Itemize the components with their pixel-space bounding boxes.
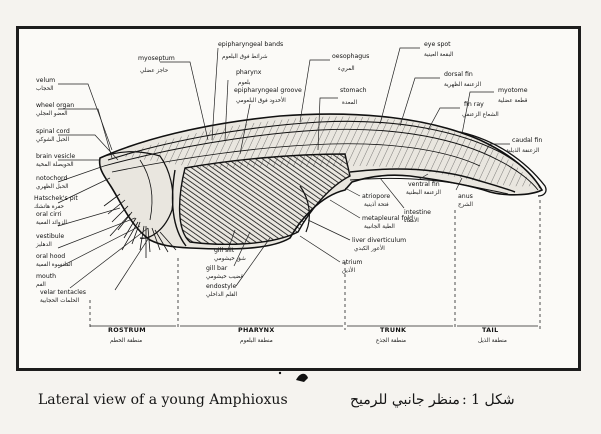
label-stomach-ar: المعدة	[342, 100, 358, 106]
label-mouth: mouth	[36, 273, 56, 280]
label-dorsal-fin-ar: الزعنفة الظهرية	[444, 82, 481, 88]
label-gill-bar: gill bar	[206, 265, 228, 272]
label-brain-vesicle-ar: الحويصلة المخية	[36, 162, 74, 168]
label-myotome-ar: قطعة عضلية	[498, 98, 528, 104]
label-liver-diverticulum: liver diverticulum	[352, 237, 406, 244]
label-endostyle-ar: القلم الداخلي	[206, 292, 238, 298]
label-vestibule-ar: الدهليز	[35, 242, 52, 248]
label-brain-vesicle: brain vesicle	[36, 153, 75, 160]
label-epipharyngeal-groove: epipharyngeal groove	[234, 87, 302, 94]
label-epipharyngeal-bands: epipharyngeal bands	[218, 41, 283, 48]
label-metapleural-fold: metapleural fold	[362, 215, 413, 222]
label-ventral-fin: ventral fin	[408, 181, 440, 188]
label-oral-hood: oral hood	[36, 253, 65, 260]
region-tail-ar: منطقة الذيل	[478, 338, 507, 344]
label-atrium-ar: الأذين	[342, 266, 355, 274]
region-pharynx: PHARYNX	[238, 326, 275, 334]
label-spinal-cord-ar: الحبل الشوكي	[36, 136, 69, 143]
top-labels: myoseptum حاجز عضلي epipharyngeal bands …	[138, 41, 369, 106]
label-oral-cirri: oral cirri	[36, 211, 62, 218]
label-hatscheks-pit-ar: حفرة هاتشك	[34, 204, 65, 210]
label-caudal-fin: caudal fin	[512, 137, 542, 144]
label-oral-hood-ar: القلنسوة الفمية	[36, 262, 73, 268]
label-oesophagus: oesophagus	[332, 53, 369, 60]
label-gill-slit: gill slit	[214, 247, 235, 254]
label-fin-ray-ar: الشعاع الزعنفي	[462, 112, 499, 118]
label-caudal-fin-ar: الزعنفة الذيلية	[506, 148, 540, 154]
label-metapleural-fold-ar: الطية الجانبية	[364, 224, 395, 230]
label-notochord: notochord	[36, 175, 67, 182]
label-epipharyngeal-groove-ar: الأخدود فوق البلعومي	[236, 96, 286, 104]
label-myotome: myotome	[498, 87, 528, 94]
bottom-labels: gill slit شق خيشومي gill bar قضيب خيشومي…	[206, 247, 246, 298]
caption-english: Lateral view of a young Amphioxus	[38, 392, 288, 408]
label-spinal-cord: spinal cord	[36, 128, 70, 135]
caption-figure-number: شكل 1 :	[462, 392, 515, 408]
label-ventral-fin-ar: الزعنفة البطنية	[406, 190, 441, 196]
region-labels: ROSTRUM منطقة الخطم PHARYNX منطقة البلعو…	[108, 326, 507, 344]
label-atriopore-ar: فتحة أذينية	[364, 200, 389, 208]
region-tail: TAIL	[482, 326, 498, 334]
label-fin-ray: fin ray	[464, 101, 484, 108]
label-eye-spot-ar: البقعة العينية	[424, 52, 454, 58]
label-atriopore: atriopore	[362, 193, 390, 200]
region-trunk-ar: منطقة الجذع	[376, 338, 406, 344]
label-pharynx-ar: بلعوم	[238, 80, 251, 86]
label-vestibule: vestibule	[36, 233, 64, 240]
label-dorsal-fin: dorsal fin	[444, 71, 473, 78]
label-hatscheks-pit: Hatschek's pit	[34, 195, 78, 202]
label-oesophagus-ar: المريء	[338, 66, 355, 72]
label-anus-ar: الشرج	[458, 202, 473, 208]
label-liver-diverticulum-ar: الأعور الكبدي	[354, 244, 385, 252]
region-trunk: TRUNK	[380, 326, 407, 334]
label-mouth-ar: الفم	[36, 282, 46, 288]
label-pharynx: pharynx	[236, 69, 262, 76]
caption-arabic: منظر جانبي للرميح	[350, 392, 460, 408]
label-myoseptum: myoseptum	[138, 55, 175, 62]
label-velar-tentacles-ar: الحلمات الحجابية	[40, 298, 80, 304]
label-endostyle: endostyle	[206, 283, 236, 290]
label-velum: velum	[36, 77, 55, 84]
label-notochord-ar: الحبل الظهري	[36, 184, 69, 190]
region-rostrum: ROSTRUM	[108, 326, 146, 334]
label-gill-bar-ar: قضيب خيشومي	[206, 274, 243, 280]
label-wheel-organ: wheel organ	[36, 102, 74, 109]
label-eye-spot: eye spot	[424, 41, 451, 48]
label-atrium: atrium	[342, 259, 362, 266]
label-velar-tentacles: velar tentacles	[40, 289, 86, 296]
label-epipharyngeal-bands-ar: شرائط فوق البلعوم	[222, 54, 268, 60]
left-labels: velum الحجاب wheel organ العضو العجلي sp…	[34, 77, 86, 304]
label-velum-ar: الحجاب	[36, 86, 54, 92]
label-anus: anus	[458, 193, 473, 200]
label-wheel-organ-ar: العضو العجلي	[36, 111, 68, 117]
region-rostrum-ar: منطقة الخطم	[110, 338, 142, 344]
stray-mark	[279, 372, 308, 382]
label-gill-slit-ar: شق خيشومي	[214, 256, 246, 262]
label-myoseptum-ar: حاجز عضلي	[140, 68, 169, 74]
label-oral-cirri-ar: الزوائد الفمية	[36, 220, 67, 226]
label-stomach: stomach	[340, 87, 367, 94]
region-pharynx-ar: منطقة البلعوم	[240, 338, 273, 344]
